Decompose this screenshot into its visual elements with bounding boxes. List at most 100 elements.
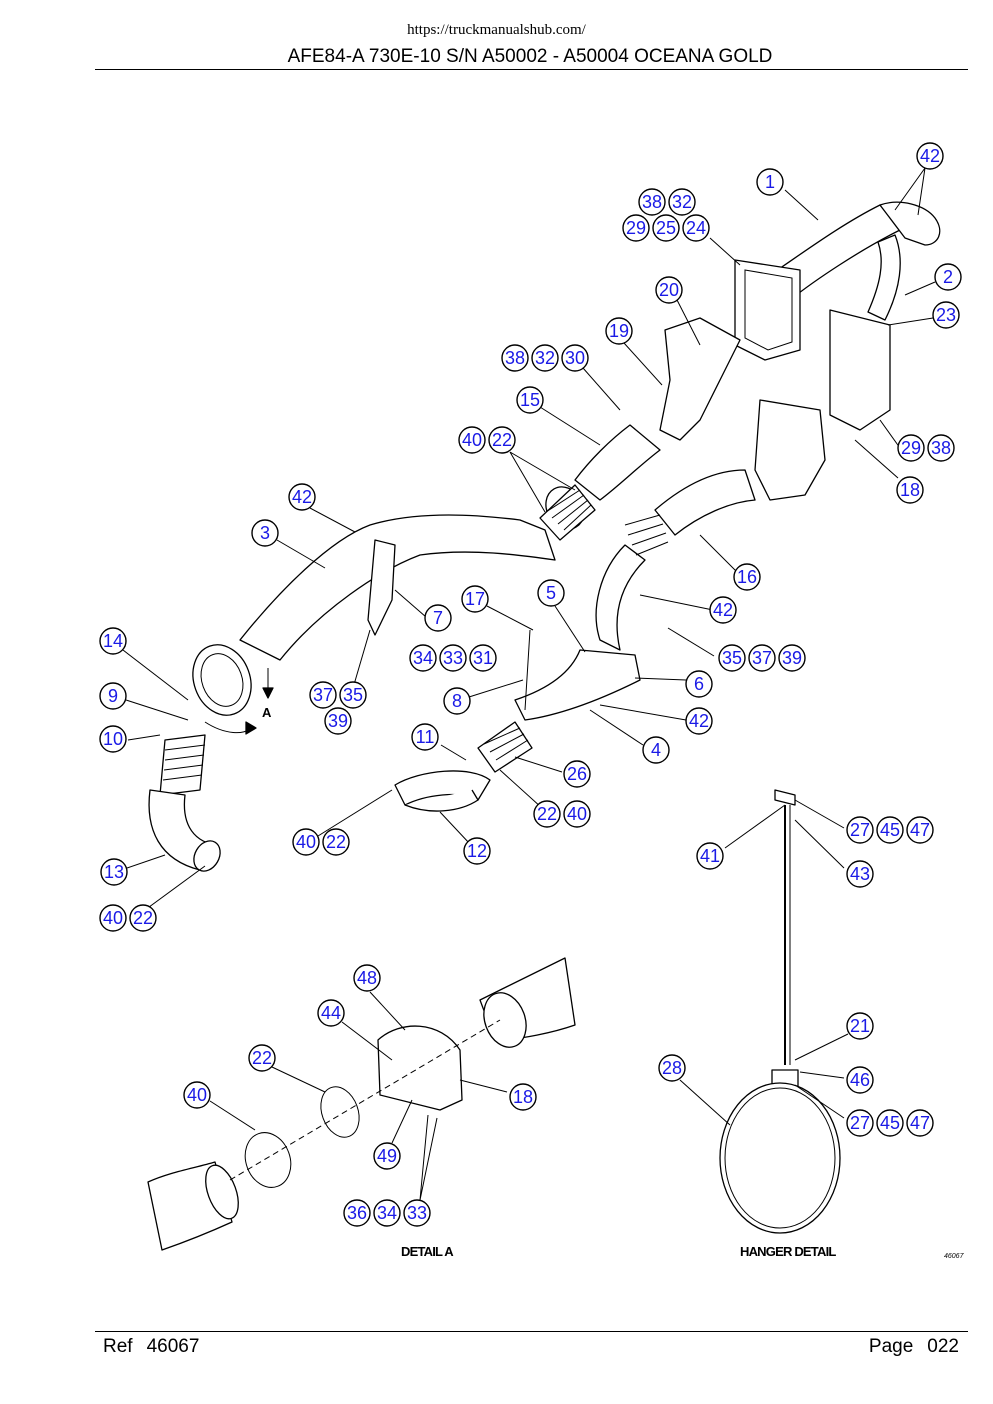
- leader-lines: [122, 167, 936, 1201]
- callout[interactable]: 39: [778, 644, 806, 672]
- callout[interactable]: 3: [251, 519, 279, 547]
- callout[interactable]: 30: [561, 344, 589, 372]
- callout[interactable]: 22: [248, 1044, 276, 1072]
- svg-text:19: 19: [609, 321, 629, 341]
- svg-text:47: 47: [910, 820, 930, 840]
- callout[interactable]: 47: [906, 1109, 934, 1137]
- callout[interactable]: 23: [932, 301, 960, 329]
- footer-ref: Ref 46067: [103, 1336, 213, 1358]
- callout[interactable]: 47: [906, 816, 934, 844]
- callout[interactable]: 21: [846, 1012, 874, 1040]
- callout[interactable]: 28: [658, 1054, 686, 1082]
- callout[interactable]: 12: [463, 837, 491, 865]
- svg-text:25: 25: [656, 218, 676, 238]
- svg-text:12: 12: [467, 841, 487, 861]
- svg-text:28: 28: [662, 1058, 682, 1078]
- callout[interactable]: 31: [469, 644, 497, 672]
- callout[interactable]: 20: [655, 276, 683, 304]
- svg-text:35: 35: [722, 648, 742, 668]
- callout[interactable]: 29: [622, 214, 650, 242]
- callout[interactable]: 1: [756, 168, 784, 196]
- callout[interactable]: 43: [846, 860, 874, 888]
- svg-text:2: 2: [943, 267, 953, 287]
- callout[interactable]: 41: [696, 842, 724, 870]
- callout[interactable]: 37: [748, 644, 776, 672]
- svg-text:22: 22: [492, 430, 512, 450]
- callout[interactable]: 17: [461, 585, 489, 613]
- svg-text:1: 1: [765, 172, 775, 192]
- callout[interactable]: 33: [403, 1199, 431, 1227]
- callout[interactable]: 9: [99, 682, 127, 710]
- callout[interactable]: 48: [353, 964, 381, 992]
- callout[interactable]: 42: [916, 142, 944, 170]
- callout[interactable]: 38: [927, 434, 955, 462]
- svg-text:35: 35: [343, 685, 363, 705]
- svg-text:29: 29: [901, 438, 921, 458]
- callout[interactable]: 36: [343, 1199, 371, 1227]
- callout[interactable]: 38: [501, 344, 529, 372]
- callout[interactable]: 35: [718, 644, 746, 672]
- callout[interactable]: 10: [99, 725, 127, 753]
- callout[interactable]: 4: [642, 736, 670, 764]
- callout[interactable]: 25: [652, 214, 680, 242]
- callout[interactable]: 22: [488, 426, 516, 454]
- ref-label: Ref: [103, 1336, 133, 1357]
- header-rule: [95, 69, 968, 70]
- svg-text:48: 48: [357, 968, 377, 988]
- callout[interactable]: 32: [531, 344, 559, 372]
- callout[interactable]: 38: [638, 188, 666, 216]
- callout[interactable]: 46: [846, 1066, 874, 1094]
- callout[interactable]: 7: [424, 604, 452, 632]
- callout[interactable]: 5: [537, 579, 565, 607]
- callout[interactable]: 37: [309, 681, 337, 709]
- callout[interactable]: 14: [99, 627, 127, 655]
- callout[interactable]: 45: [876, 1109, 904, 1137]
- callout[interactable]: 40: [183, 1081, 211, 1109]
- svg-text:10: 10: [103, 729, 123, 749]
- callout[interactable]: 42: [709, 596, 737, 624]
- callout[interactable]: 29: [897, 434, 925, 462]
- callout[interactable]: 44: [317, 999, 345, 1027]
- callout[interactable]: 40: [292, 828, 320, 856]
- callout[interactable]: 15: [516, 386, 544, 414]
- callout[interactable]: 16: [733, 563, 761, 591]
- callout[interactable]: 34: [409, 644, 437, 672]
- svg-text:38: 38: [931, 438, 951, 458]
- callout[interactable]: 22: [533, 800, 561, 828]
- source-url[interactable]: https://truckmanualshub.com/: [407, 22, 586, 38]
- svg-text:39: 39: [328, 711, 348, 731]
- callout-bubbles: 42 1 38 32 29 25 24 2 23 20 19 38 32 30 …: [99, 142, 962, 1227]
- svg-text:42: 42: [713, 600, 733, 620]
- svg-text:37: 37: [752, 648, 772, 668]
- callout[interactable]: 40: [563, 800, 591, 828]
- callout[interactable]: 8: [443, 687, 471, 715]
- callout[interactable]: 19: [605, 317, 633, 345]
- callout[interactable]: 18: [896, 476, 924, 504]
- callout[interactable]: 40: [458, 426, 486, 454]
- svg-text:13: 13: [104, 862, 124, 882]
- callout[interactable]: 13: [100, 858, 128, 886]
- callout[interactable]: 11: [411, 723, 439, 751]
- callout[interactable]: 42: [685, 707, 713, 735]
- callout[interactable]: 40: [99, 904, 127, 932]
- callout[interactable]: 24: [682, 214, 710, 242]
- callout[interactable]: 2: [934, 263, 962, 291]
- callout[interactable]: 33: [439, 644, 467, 672]
- callout[interactable]: 32: [668, 188, 696, 216]
- callout[interactable]: 34: [373, 1199, 401, 1227]
- callout[interactable]: 27: [846, 816, 874, 844]
- callout[interactable]: 22: [322, 828, 350, 856]
- callout[interactable]: 35: [339, 681, 367, 709]
- callout[interactable]: 42: [288, 483, 316, 511]
- callout[interactable]: 39: [324, 707, 352, 735]
- callout[interactable]: 26: [563, 760, 591, 788]
- callout[interactable]: 6: [685, 670, 713, 698]
- callout[interactable]: 27: [846, 1109, 874, 1137]
- ref-value: 46067: [146, 1336, 200, 1357]
- svg-text:3: 3: [260, 523, 270, 543]
- callout[interactable]: 45: [876, 816, 904, 844]
- callout[interactable]: 22: [129, 904, 157, 932]
- callout[interactable]: 49: [373, 1142, 401, 1170]
- callout[interactable]: 18: [509, 1083, 537, 1111]
